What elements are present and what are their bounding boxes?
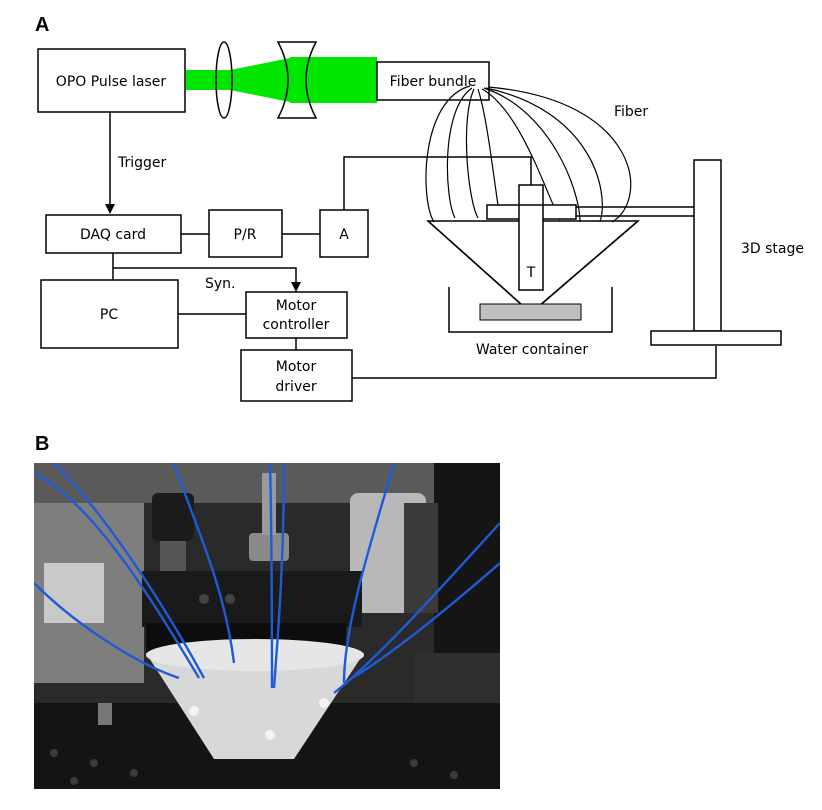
panel-b-label: B xyxy=(35,433,50,455)
amp-box xyxy=(319,209,369,258)
concave-lens xyxy=(276,41,318,119)
probe-photo xyxy=(34,463,500,789)
motor-driver-label-1: Motor xyxy=(276,359,317,375)
fiber-label: Fiber xyxy=(614,104,648,120)
syn-label: Syn. xyxy=(205,276,236,292)
panel-a-label: A xyxy=(35,14,50,36)
trigger-label: Trigger xyxy=(117,155,167,171)
transducer xyxy=(518,184,544,291)
laser-box xyxy=(37,48,186,113)
sample xyxy=(479,303,582,321)
system-schematic: OPO Pulse laser Fiber bundle Trigger DAQ… xyxy=(37,41,804,402)
laser-beam xyxy=(186,57,377,103)
motor-controller-label-2: controller xyxy=(263,317,330,333)
daq-box xyxy=(45,214,182,254)
laser-box-label: OPO Pulse laser xyxy=(56,74,167,90)
water-label: Water container xyxy=(476,342,588,358)
stage-label: 3D stage xyxy=(741,241,804,257)
transducer-label: T xyxy=(526,265,536,281)
motor-driver-label-2: driver xyxy=(275,379,316,395)
motor-driver-box xyxy=(240,349,353,402)
motor-controller-label-1: Motor xyxy=(276,298,317,314)
pr-label: P/R xyxy=(234,227,257,243)
fiber-bundle-strands xyxy=(425,85,632,223)
water-container xyxy=(448,287,613,333)
amp-label: A xyxy=(339,227,349,243)
daq-label: DAQ card xyxy=(80,227,146,243)
pr-box xyxy=(208,209,283,258)
fiber-bundle-box xyxy=(376,61,490,101)
stage-base xyxy=(650,330,782,346)
stage-column xyxy=(693,159,722,332)
fiber-bundle-label: Fiber bundle xyxy=(390,74,477,90)
pc-label: PC xyxy=(100,307,118,323)
convex-lens xyxy=(215,41,233,119)
